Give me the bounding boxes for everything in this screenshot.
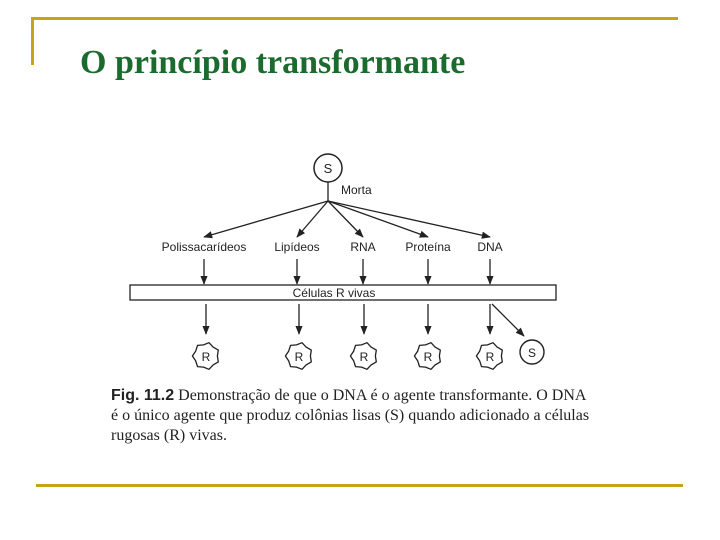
fan-arrow-1 [204,201,328,237]
figure-caption-text: Demonstração de que o DNA é o agente tra… [111,387,589,444]
result-label-5: R [486,350,495,364]
fan-arrow-4 [328,201,428,237]
smooth-colony-label: S [528,346,536,360]
result-label-3: R [360,350,369,364]
fan-arrow-2 [297,201,328,237]
fraction-dna: DNA [477,240,502,254]
result-label-4: R [424,350,433,364]
result-label-1: R [202,350,211,364]
fan-arrow-5 [328,201,490,237]
fraction-polissacarideos: Polissacarídeos [162,240,247,254]
figure-caption: Fig. 11.2 Demonstração de que o DNA é o … [111,386,591,446]
live-r-cells-label: Células R vivas [293,286,376,300]
result-colonies [192,343,502,370]
colony-arrow-smooth [492,304,524,336]
fraction-rna: RNA [350,240,375,254]
source-state-label: Morta [341,183,372,197]
fan-arrow-3 [328,201,363,237]
figure-number: Fig. 11.2 [111,387,174,404]
arrows-to-colonies [206,304,524,336]
arrows-to-band [204,259,490,284]
fan-arrows [204,201,490,237]
result-label-2: R [295,350,304,364]
fraction-proteina: Proteína [405,240,451,254]
source-cell-label: S [324,161,333,176]
fraction-lipideos: Lipídeos [274,240,319,254]
